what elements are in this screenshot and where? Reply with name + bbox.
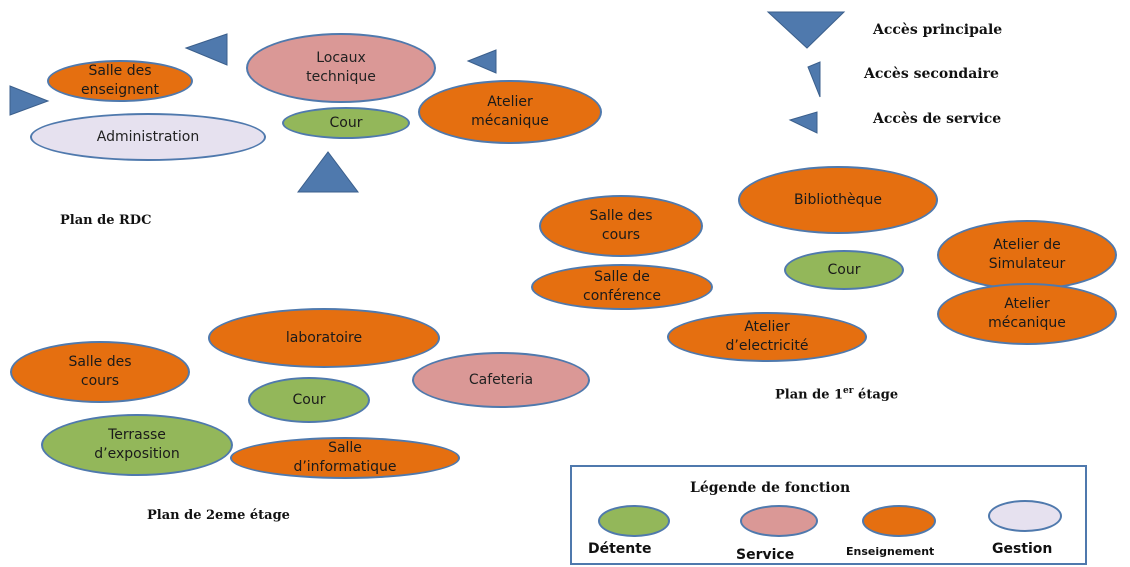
etage1-salle-conference: Salle de conférence: [531, 264, 713, 310]
etage1-salle-cours: Salle des cours: [539, 195, 703, 257]
etage1-atelier-simulateur: Atelier de Simulateur: [937, 220, 1117, 290]
access-service-icon: [466, 49, 497, 74]
etage2-cour: Cour: [248, 377, 370, 423]
rdc-atelier-mecanique: Atelier mécanique: [418, 80, 602, 144]
etage2-cafeteria: Cafeteria: [412, 352, 590, 408]
etage1-title-sup: er: [843, 386, 854, 396]
legend-enseignement-swatch: [862, 505, 936, 537]
access-service-label: Accès de service: [873, 111, 1002, 127]
etage1-title-suffix: étage: [853, 387, 899, 403]
legend-enseignement-label: Enseignement: [846, 545, 935, 558]
access-service-icon: [788, 111, 818, 134]
access-secondaire-label: Accès secondaire: [864, 66, 999, 82]
rdc-salle-enseignant: Salle des enseignent: [47, 60, 193, 102]
legend-gestion-label: Gestion: [992, 541, 1053, 557]
etage2-salle-cours: Salle des cours: [10, 341, 190, 403]
legend-detente-label: Détente: [588, 541, 652, 557]
legend-service-label: Service: [736, 547, 795, 563]
rdc-locaux-technique: Locaux technique: [246, 33, 436, 103]
access-secondaire-icon: [184, 33, 228, 66]
access-principale-icon: [766, 11, 846, 49]
legend-detente-swatch: [598, 505, 670, 537]
etage1-title-prefix: Plan de 1: [775, 387, 844, 403]
access-secondaire-icon: [807, 61, 821, 98]
rdc-cour: Cour: [282, 107, 410, 139]
legend-gestion-swatch: [988, 500, 1062, 532]
etage2-terrasse: Terrasse d’exposition: [41, 414, 233, 476]
rdc-administration: Administration: [30, 113, 266, 161]
etage1-bibliotheque: Bibliothèque: [738, 166, 938, 234]
access-secondaire-icon: [9, 85, 50, 116]
access-principale-icon: [297, 151, 359, 193]
function-legend-title: Légende de fonction: [690, 480, 851, 496]
etage2-laboratoire: laboratoire: [208, 308, 440, 368]
etage1-atelier-electricite: Atelier d’electricité: [667, 312, 867, 362]
etage1-atelier-mecanique: Atelier mécanique: [937, 283, 1117, 345]
legend-service-swatch: [740, 505, 818, 537]
etage2-salle-informatique: Salle d’informatique: [230, 437, 460, 479]
rdc-plan-title: Plan de RDC: [60, 213, 152, 228]
etage1-plan-title: Plan de 1er étage: [775, 386, 898, 402]
etage2-plan-title: Plan de 2eme étage: [147, 508, 290, 523]
access-principale-label: Accès principale: [873, 22, 1003, 38]
etage1-cour: Cour: [784, 250, 904, 290]
